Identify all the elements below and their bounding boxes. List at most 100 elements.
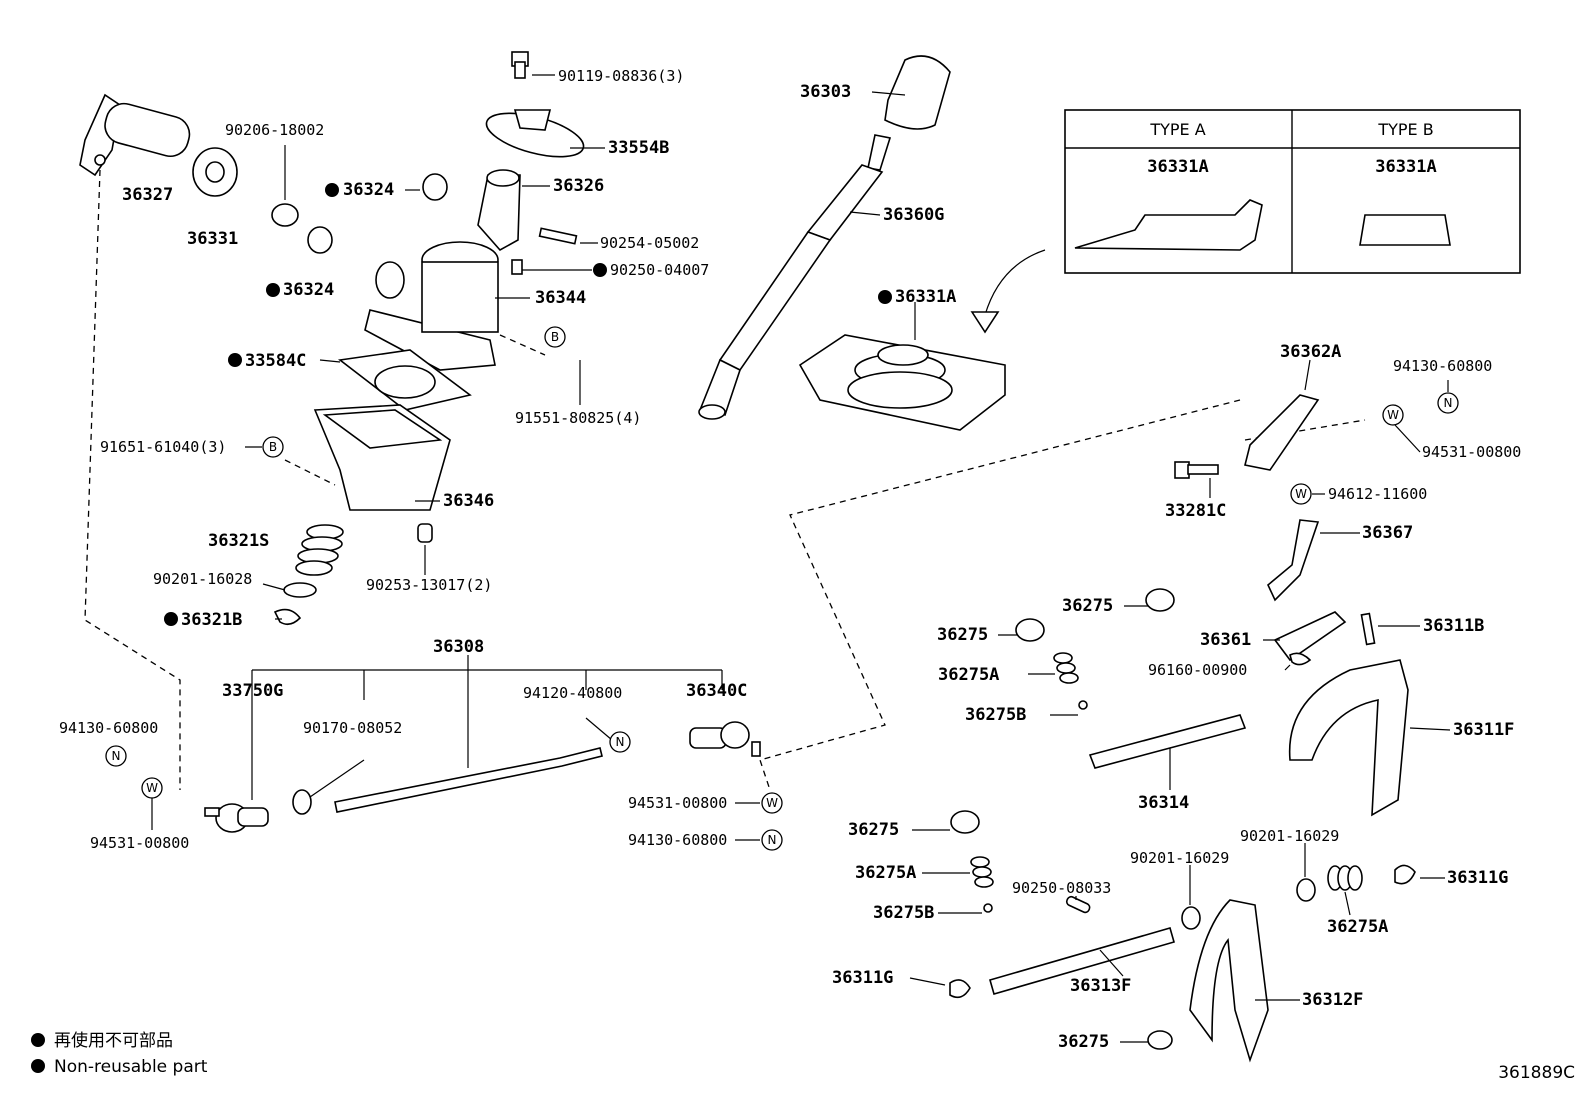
legend: 再使用不可部品 Non-reusable part <box>31 1030 208 1077</box>
part-36311G-clip-a <box>1394 864 1416 885</box>
part-36360G-lever <box>698 134 892 420</box>
legend-dot-icon <box>31 1059 45 1073</box>
part-36275A-spring-b <box>970 856 994 888</box>
part-label: 33750G <box>222 681 283 701</box>
part-label: 36326 <box>553 176 604 196</box>
part-36275-plug-c <box>950 810 980 834</box>
symbol-n-icon: N <box>761 829 783 851</box>
part-label: 36275 <box>937 625 988 645</box>
svg-text:W: W <box>1387 408 1399 422</box>
svg-text:W: W <box>146 781 158 795</box>
legend-dot-icon <box>31 1033 45 1047</box>
part-90201-washer <box>283 582 317 598</box>
symbol-w-icon: W <box>1290 483 1312 505</box>
part-90206-washer <box>271 203 299 227</box>
part-label: 36321B <box>181 610 242 630</box>
part-label: 36275B <box>873 903 934 923</box>
part-label: 36311B <box>1423 616 1484 636</box>
type-a-boot-icon <box>1074 199 1263 251</box>
part-label: 94130-60800 <box>1393 357 1492 375</box>
dashed-guide-left <box>84 169 181 790</box>
part-36361-plate <box>1273 611 1347 662</box>
svg-text:N: N <box>112 749 121 763</box>
part-36314-shaft <box>1088 714 1247 769</box>
part-label: 90250-04007 <box>610 261 709 279</box>
part-90201-washer-c <box>1296 878 1316 902</box>
dashed-guide-b-top <box>499 334 546 356</box>
non-reusable-dot-icon <box>164 612 178 626</box>
part-90119-bolt <box>511 51 529 79</box>
part-label: 91551-80825(4) <box>515 409 641 427</box>
dashed-guide-right <box>759 399 1241 791</box>
part-36275-plug-b <box>1015 618 1045 642</box>
part-36331-seal <box>192 147 238 197</box>
part-label: 96160-00900 <box>1148 661 1247 679</box>
part-label: 94531-00800 <box>1422 443 1521 461</box>
part-label: 36327 <box>122 185 173 205</box>
part-label: 94130-60800 <box>59 719 158 737</box>
part-36312F-fork <box>1189 899 1269 1063</box>
part-label: 36311G <box>1447 868 1508 888</box>
svg-text:B: B <box>269 440 277 454</box>
part-label: 36311G <box>832 968 893 988</box>
part-label: 36331 <box>187 229 238 249</box>
part-33584C-gasket <box>338 349 472 411</box>
symbol-n-icon: N <box>105 745 127 767</box>
symbol-b-icon: B <box>262 436 284 458</box>
part-36362A-lever <box>1244 394 1320 471</box>
part-label: 90201-16028 <box>153 570 252 588</box>
part-label: 36314 <box>1138 793 1189 813</box>
svg-text:B: B <box>551 330 559 344</box>
part-90253-pin <box>417 523 433 543</box>
type-a-header: TYPE A <box>1149 120 1205 139</box>
part-label: 36275 <box>1058 1032 1109 1052</box>
part-label: 36346 <box>443 491 494 511</box>
type-b-boot-icon <box>1359 214 1451 246</box>
part-label: 90253-13017(2) <box>366 576 492 594</box>
part-label: 36344 <box>535 288 586 308</box>
type-table <box>1064 109 1521 274</box>
non-reusable-dot-icon <box>325 183 339 197</box>
part-90170-nut <box>292 789 312 815</box>
symbol-n-icon: N <box>1437 392 1459 414</box>
part-label: 36340C <box>686 681 747 701</box>
part-33554B-retainer <box>485 109 585 158</box>
part-label: 36324 <box>283 280 334 300</box>
part-36344-housing <box>364 241 499 371</box>
symbol-w-icon: W <box>761 792 783 814</box>
symbol-w-icon: W <box>141 777 163 799</box>
part-label: 36367 <box>1362 523 1413 543</box>
leader-lines <box>151 74 1451 1043</box>
part-label: 94531-00800 <box>90 834 189 852</box>
part-label: 36275A <box>1327 917 1388 937</box>
part-label: 90254-05002 <box>600 234 699 252</box>
part-36275B-ball-a <box>1078 700 1088 710</box>
symbol-b-icon: B <box>544 326 566 348</box>
part-90250-pin-b <box>1065 895 1091 914</box>
part-label: 36361 <box>1200 630 1251 650</box>
part-label: 94120-40800 <box>523 684 622 702</box>
part-label: 36303 <box>800 82 851 102</box>
type-b-header: TYPE B <box>1377 120 1433 139</box>
part-label: 36360G <box>883 205 944 225</box>
dashed-guide-lever <box>1244 419 1366 441</box>
non-reusable-dot-icon <box>266 283 280 297</box>
svg-text:N: N <box>616 735 625 749</box>
part-36321B-clip <box>273 608 302 626</box>
part-36275A-spring-a <box>1053 652 1079 684</box>
part-label: 33584C <box>245 351 306 371</box>
part-label: 36275B <box>965 705 1026 725</box>
part-90250-pin <box>511 259 523 275</box>
part-label: 36275 <box>848 820 899 840</box>
part-label: 33554B <box>608 138 669 158</box>
dashed-guide-b-bottom <box>284 459 336 486</box>
part-label: 94130-60800 <box>628 831 727 849</box>
part-33281C-bolt <box>1174 461 1219 479</box>
part-label: 36313F <box>1070 976 1131 996</box>
part-96160-clip <box>1289 652 1312 666</box>
part-36326-seat <box>477 169 521 252</box>
part-label: 90250-08033 <box>1012 879 1111 897</box>
part-36313F-shaft <box>989 927 1175 995</box>
